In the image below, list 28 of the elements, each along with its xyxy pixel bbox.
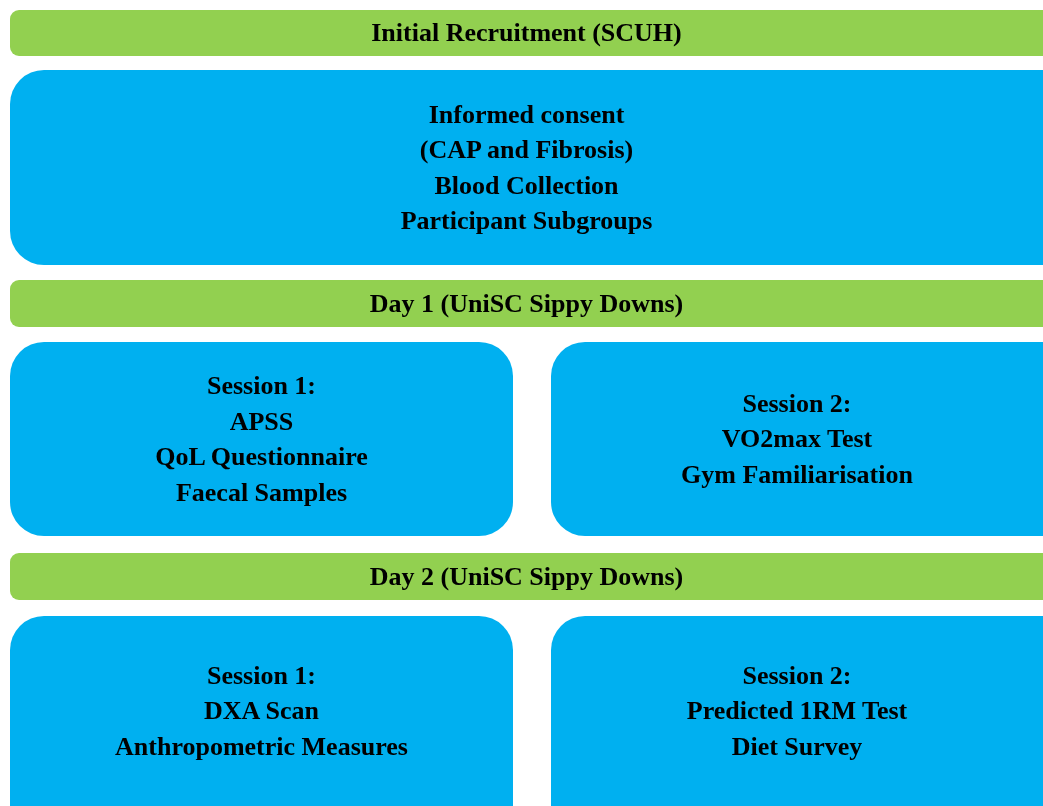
card-line: Session 2: <box>742 659 852 692</box>
card-line: Participant Subgroups <box>400 205 653 237</box>
phase-title: Initial Recruitment (SCUH) <box>371 17 682 50</box>
card-line: Session 2: <box>742 387 852 420</box>
card-line: (CAP and Fibrosis) <box>419 134 634 166</box>
card-line: QoL Questionnaire <box>155 441 368 473</box>
phase-banner <box>10 280 1043 327</box>
phase-banner <box>10 553 1043 600</box>
card-line: Diet Survey <box>731 730 863 763</box>
card-line: Gym Familiarisation <box>681 458 913 491</box>
card-line: VO2max Test <box>721 423 873 456</box>
phase-banner <box>10 10 1043 56</box>
phase-title: Day 1 (UniSC Sippy Downs) <box>369 287 684 320</box>
card-line: Faecal Samples <box>175 476 348 509</box>
card-line: DXA Scan <box>204 695 319 728</box>
card-line: APSS <box>229 405 294 438</box>
card-line: Session 1: <box>206 370 317 402</box>
phase-title: Day 2 (UniSC Sippy Downs) <box>369 560 684 593</box>
session-card <box>10 616 513 806</box>
card-line: Anthropometric Measures <box>115 730 408 763</box>
card-line: Blood Collection <box>434 169 619 202</box>
session-card <box>10 70 1043 265</box>
card-line: Predicted 1RM Test <box>686 695 908 728</box>
session-card <box>10 342 513 536</box>
card-line: Informed consent <box>428 98 625 131</box>
card-line: Session 1: <box>206 659 317 692</box>
session-card <box>551 342 1043 536</box>
session-card <box>551 616 1043 806</box>
